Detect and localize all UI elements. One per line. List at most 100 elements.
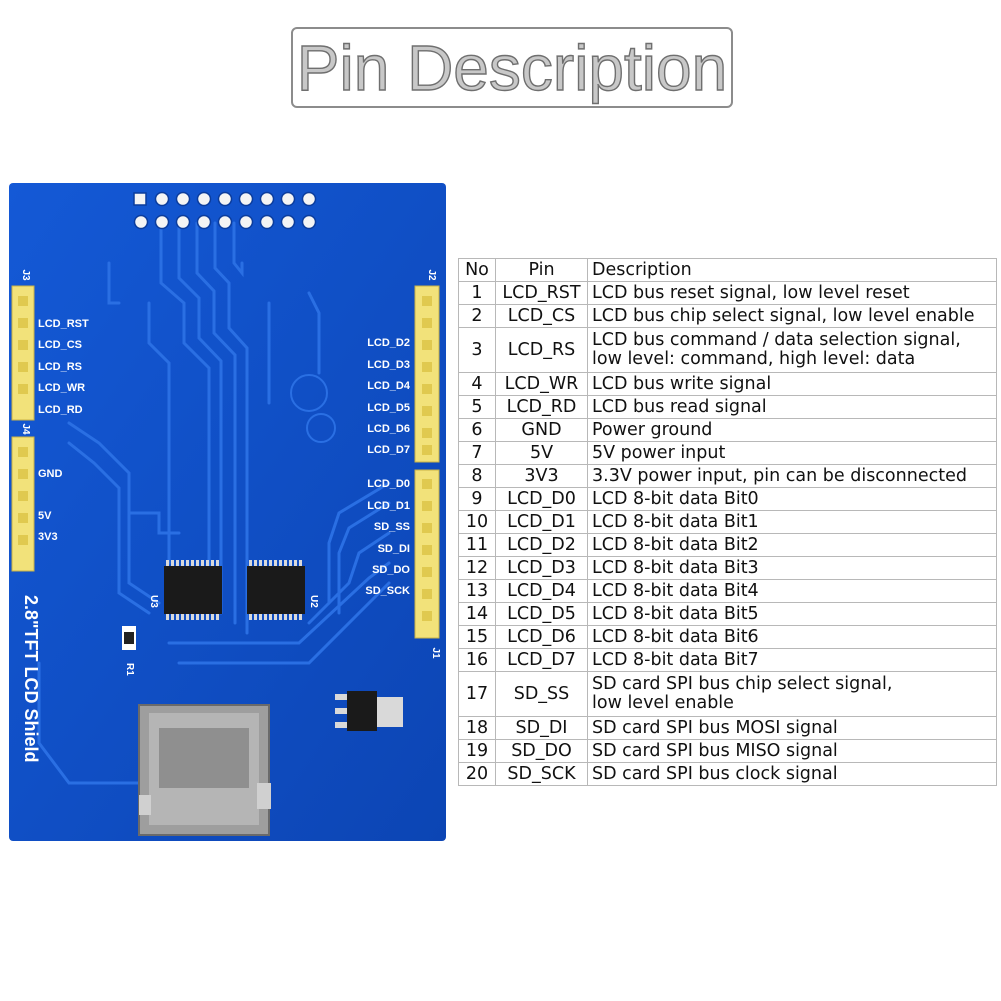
sd-card-slot <box>138 704 271 836</box>
silk-sd-do: SD_DO <box>372 564 410 576</box>
cell-pin: LCD_RST <box>495 281 588 305</box>
label-j3: J3 <box>20 269 31 281</box>
header-j1 <box>414 469 440 639</box>
voltage-regulator <box>335 691 403 731</box>
cell-description: LCD 8-bit data Bit4 <box>587 579 997 603</box>
silk-lcd-d1: LCD_D1 <box>367 500 410 512</box>
table-header-row: No Pin Description <box>458 258 997 282</box>
silk-lcd-rd: LCD_RD <box>38 404 83 416</box>
cell-pin: 3V3 <box>495 464 588 488</box>
cell-no: 1 <box>458 281 496 305</box>
cell-no: 2 <box>458 304 496 328</box>
cell-description: SD card SPI bus MISO signal <box>587 739 997 763</box>
cell-description: 5V power input <box>587 441 997 465</box>
cell-no: 8 <box>458 464 496 488</box>
column-header-pin: Pin <box>495 258 588 282</box>
cell-description: LCD bus read signal <box>587 395 997 419</box>
cell-description: LCD bus reset signal, low level reset <box>587 281 997 305</box>
cell-pin: LCD_D2 <box>495 533 588 557</box>
cell-pin: 5V <box>495 441 588 465</box>
silk-sd-sck: SD_SCK <box>365 585 410 597</box>
cell-pin: SD_DO <box>495 739 588 763</box>
cell-no: 13 <box>458 579 496 603</box>
cell-no: 4 <box>458 372 496 396</box>
cell-no: 7 <box>458 441 496 465</box>
cell-description: SD card SPI bus clock signal <box>587 762 997 786</box>
label-u3: U3 <box>148 595 159 608</box>
cell-description: LCD bus command / data selection signal,… <box>587 327 997 373</box>
logo-mark <box>290 374 336 443</box>
silk-lcd-d0: LCD_D0 <box>367 478 410 490</box>
cell-description: 3.3V power input, pin can be disconnecte… <box>587 464 997 488</box>
label-r1: R1 <box>124 663 135 676</box>
cell-no: 18 <box>458 716 496 740</box>
silk-lcd-rs: LCD_RS <box>38 361 82 373</box>
silk-lcd-d7: LCD_D7 <box>367 444 410 456</box>
cell-no: 19 <box>458 739 496 763</box>
silk-lcd-d6: LCD_D6 <box>367 423 410 435</box>
cell-no: 6 <box>458 418 496 442</box>
cell-no: 5 <box>458 395 496 419</box>
cell-pin: SD_SCK <box>495 762 588 786</box>
cell-no: 11 <box>458 533 496 557</box>
cell-no: 17 <box>458 671 496 717</box>
description-line-2: low level enable <box>592 693 734 713</box>
cell-description: LCD 8-bit data Bit5 <box>587 602 997 626</box>
silk-sd-di: SD_DI <box>378 543 410 555</box>
cell-no: 9 <box>458 487 496 511</box>
label-j2: J2 <box>426 269 437 281</box>
cell-description: LCD 8-bit data Bit0 <box>587 487 997 511</box>
cell-description: LCD 8-bit data Bit2 <box>587 533 997 557</box>
cell-no: 14 <box>458 602 496 626</box>
cell-no: 15 <box>458 625 496 649</box>
cell-no: 12 <box>458 556 496 580</box>
cell-description: SD card SPI bus MOSI signal <box>587 716 997 740</box>
cell-pin: LCD_RD <box>495 395 588 419</box>
label-u2: U2 <box>308 595 319 608</box>
silk-lcd-d3: LCD_D3 <box>367 359 410 371</box>
cell-description: LCD 8-bit data Bit6 <box>587 625 997 649</box>
page-title: Pin Description <box>291 27 733 108</box>
cell-pin: SD_SS <box>495 671 588 717</box>
cell-no: 16 <box>458 648 496 672</box>
label-j1: J1 <box>430 647 441 659</box>
description-line-1: LCD bus command / data selection signal, <box>592 330 961 350</box>
cell-pin: LCD_D4 <box>495 579 588 603</box>
chip-u2 <box>247 560 305 620</box>
cell-description: LCD bus write signal <box>587 372 997 396</box>
silk-lcd-d2: LCD_D2 <box>367 337 410 349</box>
silk-lcd-d4: LCD_D4 <box>367 380 411 392</box>
resistor-r1 <box>122 626 136 650</box>
pcb-background <box>9 183 446 841</box>
cell-description: LCD bus chip select signal, low level en… <box>587 304 997 328</box>
cell-description: LCD 8-bit data Bit3 <box>587 556 997 580</box>
cell-pin: LCD_D3 <box>495 556 588 580</box>
column-header-no: No <box>458 258 496 282</box>
silk-lcd-rst: LCD_RST <box>38 318 89 330</box>
cell-pin: LCD_D5 <box>495 602 588 626</box>
cell-pin: LCD_D7 <box>495 648 588 672</box>
cell-pin: LCD_WR <box>495 372 588 396</box>
cell-description: SD card SPI bus chip select signal,low l… <box>587 671 997 717</box>
tft-lcd-shield-board: LCD_RST LCD_CS LCD_RS LCD_WR LCD_RD GND … <box>9 183 446 841</box>
cell-pin: SD_DI <box>495 716 588 740</box>
description-line-1: SD card SPI bus chip select signal, <box>592 674 893 694</box>
cell-description: Power ground <box>587 418 997 442</box>
board-name: 2.8"TFT LCD Shield <box>21 595 41 763</box>
